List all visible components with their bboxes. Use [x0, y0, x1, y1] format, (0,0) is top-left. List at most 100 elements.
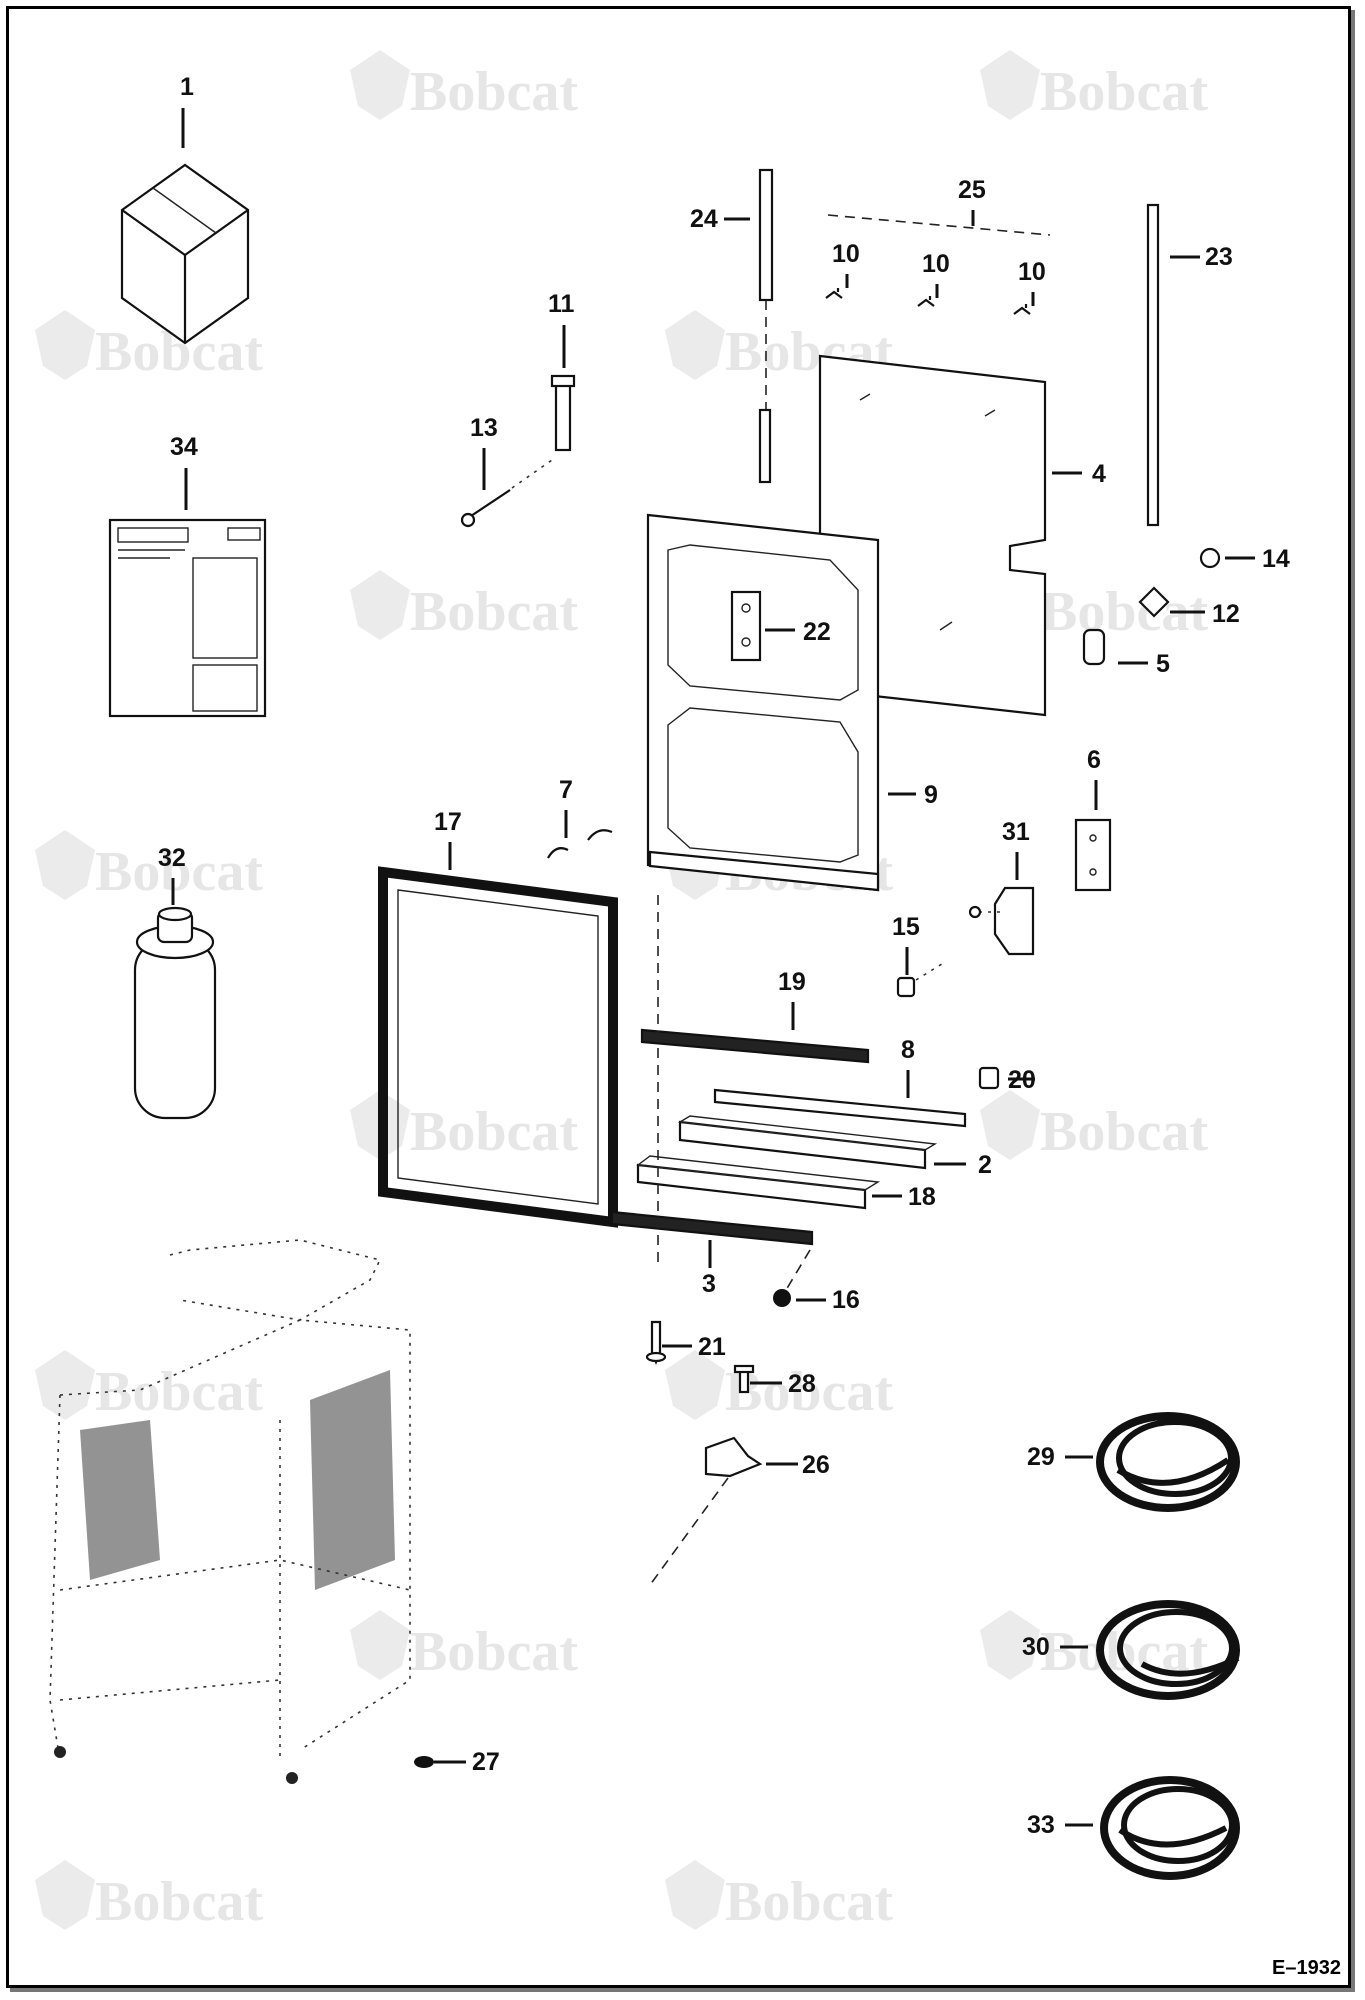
callout-8: 8 — [901, 1036, 915, 1098]
part-rod-top — [827, 214, 1051, 236]
callout-17: 17 — [434, 808, 462, 870]
callout-number: 30 — [1022, 1633, 1050, 1661]
callout-23: 23 — [1170, 243, 1233, 271]
callout-12: 12 — [1170, 600, 1240, 628]
callout-27: 27 — [434, 1748, 500, 1776]
callout-10: 10 — [832, 240, 860, 288]
callout-26: 26 — [766, 1451, 830, 1479]
bobcat-logo-icon — [665, 310, 725, 380]
callout-number: 22 — [803, 618, 831, 646]
watermark-bobcat: Bobcat — [350, 50, 578, 123]
callout-number: 32 — [158, 844, 186, 872]
watermark-bobcat: Bobcat — [665, 1860, 893, 1933]
sheet-border — [6, 6, 1351, 1988]
part-short-bolt — [733, 1364, 755, 1394]
part-bracket-clips — [547, 829, 613, 859]
callout-32: 32 — [158, 844, 186, 905]
callout-number: 8 — [901, 1036, 915, 1064]
part-hose-coil-30 — [1096, 1600, 1240, 1700]
watermark-bobcat: Bobcat — [35, 1860, 263, 1933]
callout-number: 31 — [1002, 818, 1030, 846]
part-hinge-rod-left — [758, 168, 774, 485]
watermark-bobcat: Bobcat — [350, 570, 578, 643]
assembly-guide-line-2 — [779, 1249, 811, 1301]
watermark-text: Bobcat — [410, 581, 578, 643]
callout-number: 11 — [548, 290, 575, 318]
callout-number: 3 — [702, 1270, 716, 1298]
callout-number: 33 — [1027, 1811, 1055, 1839]
watermark-bobcat: Bobcat — [980, 1090, 1208, 1163]
callout-24: 24 — [690, 205, 750, 233]
callout-number: 28 — [788, 1370, 816, 1398]
watermark-text: Bobcat — [410, 61, 578, 123]
callout-30: 30 — [1022, 1633, 1088, 1661]
callout-number: 13 — [470, 414, 498, 442]
callout-number: 19 — [778, 968, 806, 996]
callout-number: 24 — [690, 205, 718, 233]
loader-chassis — [49, 1239, 411, 1784]
callout-21: 21 — [662, 1333, 726, 1361]
part-lower-rail — [677, 1115, 938, 1170]
part-hose-coil-33 — [1100, 1776, 1240, 1880]
callout-number: 26 — [802, 1451, 830, 1479]
callout-34: 34 — [170, 433, 198, 510]
callout-4: 4 — [1052, 460, 1106, 488]
callout-number: 34 — [170, 433, 198, 461]
callout-number: 23 — [1205, 243, 1233, 271]
part-self-tapping-screw — [645, 1320, 667, 1365]
watermark-text: Bobcat — [1040, 1101, 1208, 1163]
part-bottom-rail — [636, 1155, 881, 1210]
part-bracket-26 — [649, 1436, 763, 1586]
bobcat-logo-icon — [665, 1860, 725, 1930]
callout-25: 25 — [958, 176, 986, 226]
callout-number: 20 — [1008, 1066, 1036, 1094]
part-seal-strip — [640, 1028, 870, 1064]
callout-number: 18 — [908, 1183, 936, 1211]
watermark-text: Bobcat — [725, 1871, 893, 1933]
callout-13: 13 — [470, 414, 498, 490]
bobcat-logo-icon — [980, 50, 1040, 120]
part-screw-15 — [896, 961, 946, 998]
part-plug — [414, 1756, 434, 1768]
callout-number: 7 — [559, 776, 573, 804]
callout-19: 19 — [778, 968, 806, 1030]
callout-22: 22 — [765, 618, 831, 646]
part-trim-strip — [713, 1088, 967, 1128]
figure-id-label: E–1932 — [1272, 1957, 1341, 1979]
callout-number: 4 — [1092, 460, 1106, 488]
callout-number: 17 — [434, 808, 462, 836]
watermark-text: Bobcat — [95, 1361, 263, 1423]
callout-number: 2 — [978, 1151, 992, 1179]
callout-28: 28 — [750, 1370, 816, 1398]
callout-number: 27 — [472, 1748, 500, 1776]
bobcat-logo-icon — [35, 1350, 95, 1420]
callout-number: 10 — [832, 240, 860, 268]
callout-2: 2 — [934, 1151, 992, 1179]
callout-9: 9 — [888, 781, 938, 809]
watermark-text: Bobcat — [1040, 61, 1208, 123]
watermark-bobcat: Bobcat — [35, 1350, 263, 1423]
part-bottom-seal — [610, 1210, 814, 1246]
callout-10: 10 — [922, 250, 950, 298]
callout-3: 3 — [702, 1240, 716, 1298]
callout-number: 14 — [1262, 545, 1290, 573]
watermark-bobcat: Bobcat — [665, 310, 893, 383]
watermark-text: Bobcat — [95, 1871, 263, 1933]
callout-number: 9 — [924, 781, 938, 809]
bobcat-logo-icon — [35, 830, 95, 900]
callout-number: 25 — [958, 176, 986, 204]
callout-10: 10 — [1018, 258, 1046, 306]
callout-number: 10 — [1018, 258, 1046, 286]
callout-5: 5 — [1118, 650, 1170, 678]
callout-14: 14 — [1225, 545, 1290, 573]
part-pin — [550, 374, 576, 452]
bobcat-logo-icon — [665, 1350, 725, 1420]
bobcat-logo-icon — [980, 1610, 1040, 1680]
callout-6: 6 — [1087, 746, 1101, 810]
callout-29: 29 — [1027, 1443, 1093, 1471]
part-hinge-bracket — [968, 886, 1035, 956]
callout-number: 6 — [1087, 746, 1101, 774]
